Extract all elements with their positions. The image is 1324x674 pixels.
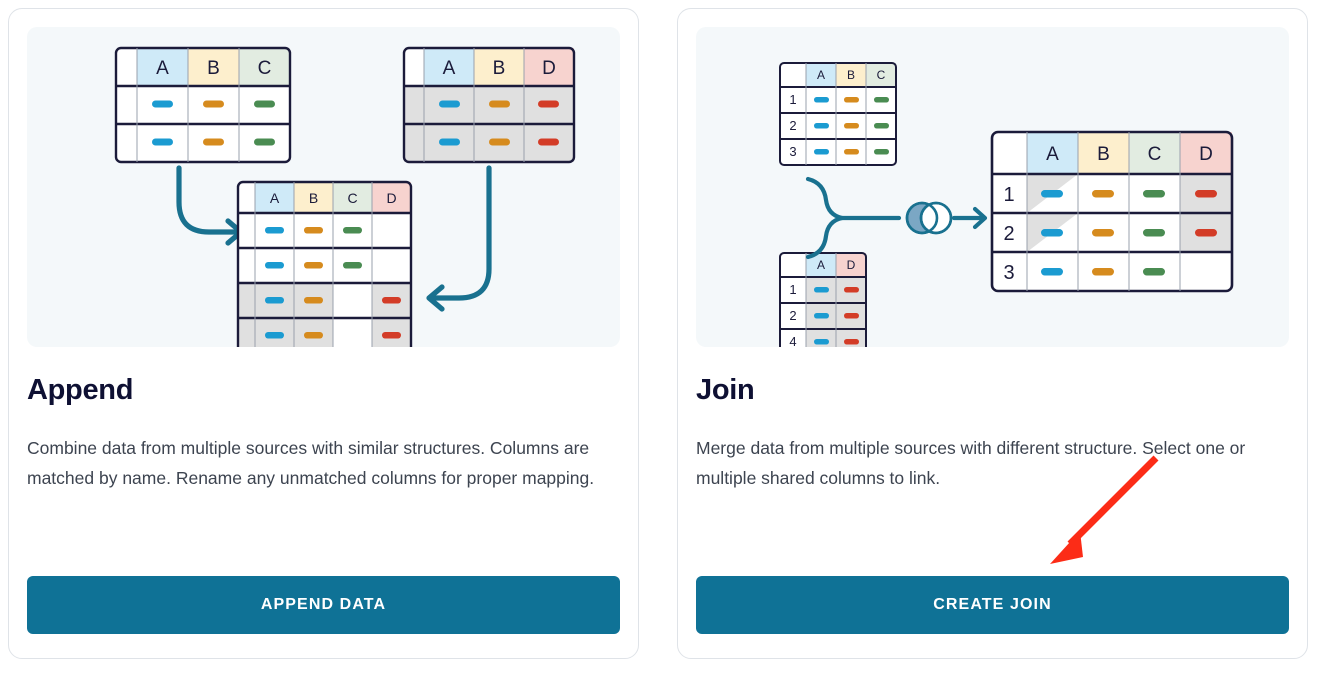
join-diagram-svg: .jstroke { stroke:#1b1b3a; fill:none; } … [779,62,1234,347]
join-source-table-1: A B C 1 2 3 [779,62,897,166]
append-t2-col-b: B [493,58,506,79]
join-res-col-c: C [1148,144,1162,165]
join-res-row-3: 3 [1003,262,1014,284]
append-source-table-1: A B C [114,46,292,164]
join-t2-row-2: 2 [789,308,796,323]
brace-connector-icon [805,176,902,260]
join-arrow-right-icon [951,206,988,230]
join-card-description: Merge data from multiple sources with di… [696,437,1246,488]
append-res-col-a: A [270,190,280,206]
join-t1-row-1: 1 [789,92,796,107]
append-source-table-2: A B D [402,46,576,164]
join-t2-row-4: 4 [789,334,796,347]
append-t1-col-b: B [207,58,220,79]
join-illustration: .jstroke { stroke:#1b1b3a; fill:none; } … [696,27,1289,347]
join-card: .jstroke { stroke:#1b1b3a; fill:none; } … [677,8,1308,659]
append-data-button[interactable]: APPEND DATA [27,576,620,634]
join-source-table-2: A D 1 2 4 [779,252,867,347]
append-illustration: .tstroke { stroke:#1b1b3a; fill:none; } … [27,27,620,347]
append-t1-col-c: C [258,58,272,79]
join-t1-row-2: 2 [789,118,796,133]
create-join-button[interactable]: CREATE JOIN [696,576,1289,634]
join-res-col-b: B [1097,144,1110,165]
append-t2-col-a: A [443,58,456,79]
append-arrow-left [176,165,244,246]
append-res-col-c: C [347,190,357,206]
join-t1-col-a: A [817,68,825,82]
append-card-title: Append [27,374,134,406]
join-res-col-d: D [1199,144,1213,165]
append-arrow-right [426,165,492,312]
join-t2-col-a: A [817,258,825,272]
append-card-description: Combine data from multiple sources with … [27,437,595,488]
append-res-col-b: B [309,190,318,206]
append-diagram-svg: .tstroke { stroke:#1b1b3a; fill:none; } … [114,46,576,347]
join-t2-col-d: D [847,258,856,272]
join-t1-col-c: C [877,68,886,82]
join-result-table: A B C D 1 2 3 [990,130,1234,293]
append-res-col-d: D [386,190,396,206]
join-res-row-2: 2 [1003,223,1014,245]
join-res-row-1: 1 [1003,184,1014,206]
append-t1-col-a: A [156,58,169,79]
append-card: .tstroke { stroke:#1b1b3a; fill:none; } … [8,8,639,659]
join-card-title: Join [696,374,755,406]
join-t1-row-3: 3 [789,144,796,159]
append-result-table: A B C D [236,180,413,347]
append-t2-col-d: D [542,58,556,79]
join-t1-col-b: B [847,68,855,82]
venn-join-icon [905,201,953,235]
join-t2-row-1: 1 [789,282,796,297]
join-res-col-a: A [1046,144,1059,165]
